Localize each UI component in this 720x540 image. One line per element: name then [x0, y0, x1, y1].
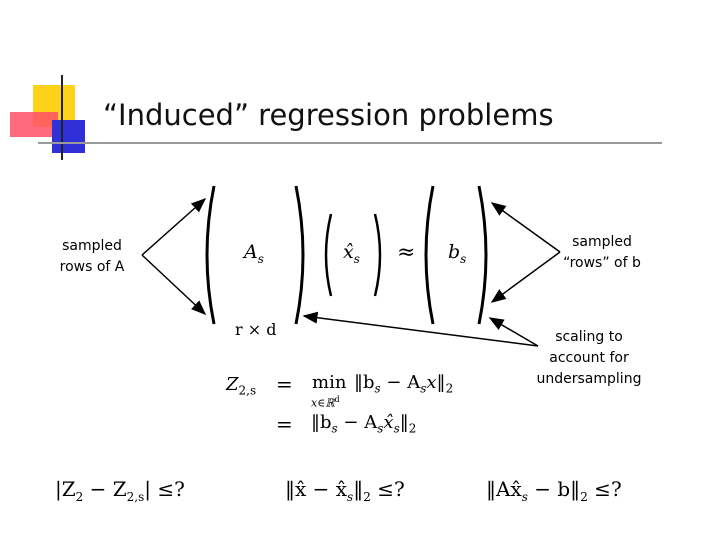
- arrow-left-lower: [141, 254, 207, 316]
- matrix-dimensions: r × d: [235, 320, 277, 339]
- q1-end: | ≤?: [144, 477, 185, 501]
- matrix-A-s: As: [244, 241, 264, 266]
- label-sampled-rows-b: sampled “rows” of b: [547, 232, 657, 274]
- eq-equals-1: =: [276, 372, 293, 396]
- arrow-right-upper: [490, 202, 561, 253]
- norm-close: ‖: [399, 412, 409, 433]
- label-line: undersampling: [536, 371, 642, 387]
- subscript: s: [374, 381, 381, 396]
- subscript: s: [353, 251, 360, 266]
- subscript: 2: [75, 490, 84, 504]
- q3-open: ‖Ax̂: [486, 477, 522, 501]
- norm-subscript: 2: [580, 490, 588, 504]
- label-line: “rows” of b: [563, 255, 641, 271]
- question-objective-gap: |Z2 − Z2,s| ≤?: [55, 477, 185, 504]
- arrow-right-lower: [490, 251, 561, 303]
- vector-b-s: bs: [448, 241, 466, 266]
- paren-left-b: [424, 185, 435, 325]
- superscript: d: [334, 395, 340, 404]
- q3-minus-b: − b‖: [527, 477, 581, 501]
- arrow-scaling-right: [488, 317, 539, 347]
- eq-line1-rhs: ‖bs − Asx‖2: [354, 372, 453, 396]
- norm-close: ‖: [353, 477, 364, 501]
- paren-left-A: [205, 185, 216, 325]
- slide-title: “Induced” regression problems: [103, 98, 554, 132]
- q2-end: ≤?: [370, 477, 405, 501]
- norm-subscript: 2: [408, 421, 417, 436]
- x-hat: x̂: [383, 412, 394, 433]
- norm-subscript: 2: [445, 381, 454, 396]
- logo-vertical-line: [61, 75, 63, 160]
- vector-x-s: x̂s: [343, 241, 360, 266]
- subscript: s: [420, 381, 427, 396]
- label-line: sampled: [572, 234, 632, 250]
- symbol-b: b: [448, 241, 461, 263]
- minus-A: − A: [380, 372, 421, 393]
- subscript: s: [257, 251, 264, 266]
- paren-left-x: [324, 213, 333, 297]
- eq-line2-rhs: ‖bs − Asx̂s‖2: [311, 412, 416, 436]
- title-underline: [38, 142, 662, 144]
- subscript: s: [331, 421, 338, 436]
- norm-subscript: 2: [363, 490, 371, 504]
- q1-minus-Z: − Z: [83, 477, 127, 501]
- eq-lhs: Z2,s: [226, 374, 256, 398]
- paren-right-x: [373, 213, 382, 297]
- paren-right-b: [477, 185, 488, 325]
- eq-min: min: [312, 372, 347, 393]
- subscript: 2,s: [238, 383, 257, 398]
- arrow-scaling-left: [302, 311, 539, 347]
- minus-A: − A: [337, 412, 378, 433]
- norm-open: ‖b: [311, 412, 332, 433]
- label-line: sampled: [62, 238, 122, 254]
- logo-red-square: [10, 112, 58, 137]
- subscript: 2,s: [126, 490, 145, 504]
- subscript: s: [347, 490, 354, 504]
- question-solution-gap: ‖x̂ − x̂s‖2 ≤?: [285, 477, 405, 504]
- eq-min-subscript: x∈ℝd: [311, 395, 340, 410]
- subscript: s: [393, 421, 400, 436]
- x-norm-close: x‖: [426, 372, 446, 393]
- label-sampled-rows-A: sampled rows of A: [42, 236, 142, 278]
- arrow-left-upper: [141, 198, 207, 256]
- label-scaling: scaling to account for undersampling: [530, 327, 648, 390]
- logo-blue-square: [52, 120, 85, 153]
- q3-end: ≤?: [587, 477, 622, 501]
- symbol-Z: Z: [226, 374, 239, 395]
- eq-equals-2: =: [276, 412, 293, 436]
- subscript: s: [377, 421, 384, 436]
- symbol-x-hat: x̂: [343, 241, 354, 263]
- label-line: scaling to: [555, 329, 623, 345]
- min-sub-text: x∈ℝ: [311, 396, 335, 410]
- subscript: s: [521, 490, 528, 504]
- approx-symbol: ≈: [397, 240, 416, 265]
- q1-open: |Z: [55, 477, 76, 501]
- paren-right-A: [294, 185, 305, 325]
- q2-open: ‖x̂ − x̂: [285, 477, 348, 501]
- question-residual: ‖Ax̂s − b‖2 ≤?: [486, 477, 622, 504]
- symbol-A: A: [244, 241, 258, 263]
- subscript: s: [460, 251, 467, 266]
- label-line: rows of A: [59, 259, 125, 275]
- label-line: account for: [549, 350, 629, 366]
- norm-open: ‖b: [354, 372, 375, 393]
